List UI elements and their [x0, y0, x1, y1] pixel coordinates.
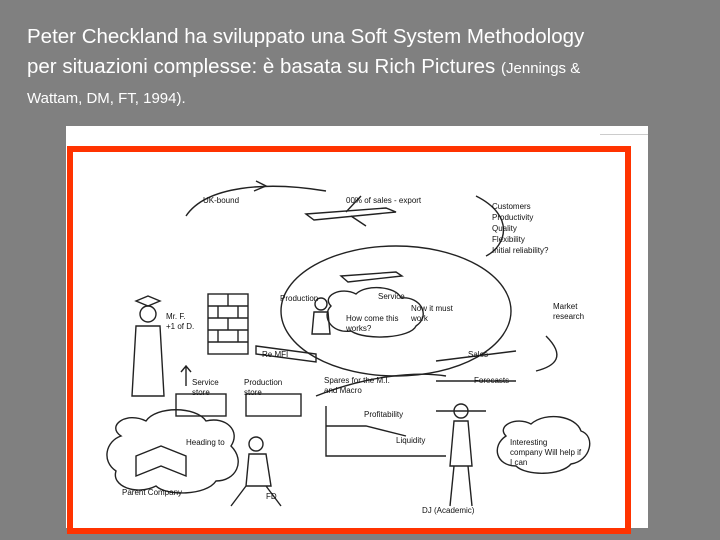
title-citation-part1: (Jennings &	[501, 60, 580, 77]
red-highlight-frame	[67, 146, 631, 534]
title-line-1: Peter Checkland ha sviluppato una Soft S…	[27, 22, 707, 52]
title-line-2-text: per situazioni complesse: è basata su Ri…	[27, 55, 495, 78]
title-line-2: per situazioni complesse: è basata su Ri…	[27, 52, 707, 84]
title-citation-part2: Wattam, DM, FT, 1994).	[27, 84, 707, 114]
scan-top-line	[600, 134, 648, 135]
slide-title: Peter Checkland ha sviluppato una Soft S…	[27, 22, 707, 114]
